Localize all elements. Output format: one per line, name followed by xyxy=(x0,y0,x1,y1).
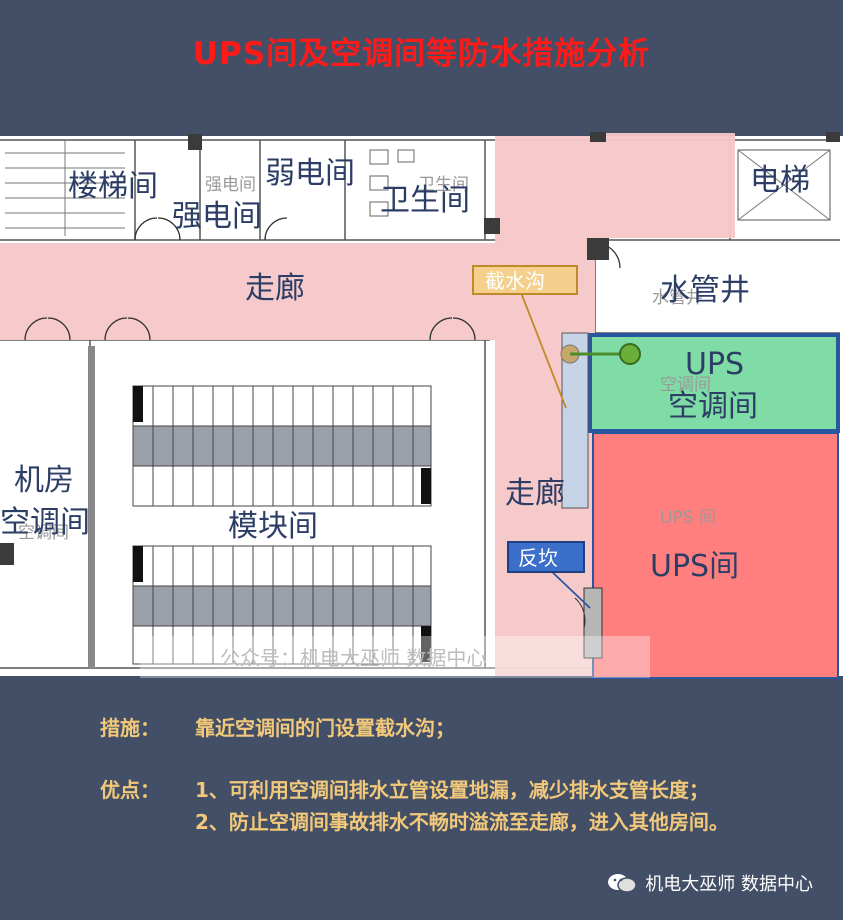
trench-leader xyxy=(519,289,567,409)
machine-ac-cad-label: 空调间 xyxy=(18,523,69,543)
rack-dividers xyxy=(152,386,414,664)
machine-room-wall xyxy=(88,346,95,668)
measure-value: 靠近空调间的门设置截水沟； xyxy=(195,716,455,740)
machine-ac-label-2: 空调间 xyxy=(0,505,90,540)
ups-room-label: UPS间 xyxy=(650,549,739,584)
elevator-cross-2 xyxy=(737,149,831,221)
advantage-row: 优点： 1、可利用空调间排水立管设置地漏，减少排水支管长度； 2、防止空调间事故… xyxy=(100,774,820,838)
corridor-top-label: 走廊 xyxy=(245,271,305,306)
watermark-bg xyxy=(140,636,650,678)
corridor-top-area xyxy=(0,243,500,340)
ups-ac-label-1: UPS xyxy=(685,347,744,382)
advantage-item-1: 1、可利用空调间排水立管设置地漏，减少排水支管长度； xyxy=(195,778,709,802)
elevator-label: 电梯 xyxy=(750,163,810,198)
advantage-item-2: 2、防止空调间事故排水不畅时溢流至走廊，进入其他房间。 xyxy=(195,810,729,834)
curb-leader xyxy=(547,567,591,609)
toilet-fixtures xyxy=(369,149,415,217)
trench-callout xyxy=(472,265,578,295)
corridor-elevator-lobby xyxy=(590,133,735,238)
ups-ac-label-2: 空调间 xyxy=(668,389,758,424)
strong-cad-label: 强电间 xyxy=(205,175,256,195)
riser-marker xyxy=(619,343,641,365)
footer-attribution: 机电大巫师 数据中心 xyxy=(607,870,813,896)
stair-treads xyxy=(5,140,125,236)
advantage-key: 优点： xyxy=(100,778,160,802)
corridor-doors xyxy=(24,217,621,341)
toilet-cad-label: 卫生间 xyxy=(418,175,469,195)
ups-door-arc xyxy=(574,597,586,629)
weak-elec-label: 弱电间 xyxy=(265,156,355,191)
trench-callout-label: 截水沟 xyxy=(485,269,545,293)
floor-plan: UPS 间 空调间 卫生间 强电间 水管井 空调间 楼梯间 强电间 弱电间 卫生… xyxy=(0,128,843,688)
measure-row: 措施： 靠近空调间的门设置截水沟； xyxy=(100,712,820,744)
footer-text: 机电大巫师 数据中心 xyxy=(645,874,813,895)
page-title: UPS间及空调间等防水措施分析 xyxy=(192,36,651,72)
wechat-icon xyxy=(607,872,638,894)
floor-plan-drawing: UPS 间 空调间 卫生间 强电间 水管井 空调间 楼梯间 强电间 弱电间 卫生… xyxy=(0,132,843,679)
curb-callout xyxy=(507,541,585,573)
strong-elec-label: 强电间 xyxy=(172,199,262,234)
ac-cad-label: 空调间 xyxy=(660,375,711,395)
watermark: 公众号：机电大巫师 数据中心 xyxy=(220,646,486,670)
ups-room xyxy=(592,432,839,679)
rack-rows xyxy=(132,385,432,665)
notes: 措施： 靠近空调间的门设置截水沟； 优点： 1、可利用空调间排水立管设置地漏，减… xyxy=(100,712,820,838)
toilet-label: 卫生间 xyxy=(380,183,470,218)
module-label: 模块间 xyxy=(228,509,318,544)
water-shaft-label: 水管井 xyxy=(660,273,750,308)
measure-key: 措施： xyxy=(100,716,160,740)
ups-cad-label: UPS 间 xyxy=(660,508,716,528)
stair-label: 楼梯间 xyxy=(68,169,158,204)
columns xyxy=(0,132,840,565)
machine-ac-label-1: 机房 xyxy=(14,463,74,498)
curb-callout-label: 反坎 xyxy=(518,546,558,570)
corridor-right-label: 走廊 xyxy=(505,476,565,511)
water-cad-label: 水管井 xyxy=(652,288,703,308)
